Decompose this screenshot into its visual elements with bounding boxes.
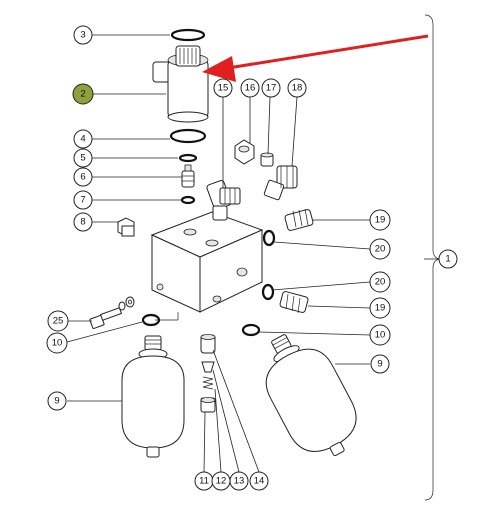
callout-20-lower: 20 bbox=[369, 271, 391, 293]
callout-2: 2 bbox=[72, 83, 94, 105]
bolt-part-25 bbox=[89, 296, 135, 329]
callout-7: 7 bbox=[73, 190, 93, 210]
callout-label: 19 bbox=[375, 215, 386, 226]
callout-18: 18 bbox=[287, 78, 307, 98]
callout-label: 25 bbox=[53, 316, 64, 327]
spring-part-12 bbox=[202, 376, 214, 390]
adapter-part-19-upper bbox=[284, 208, 314, 231]
accumulator-part-9-left bbox=[121, 335, 185, 458]
callout-label: 2 bbox=[80, 89, 85, 100]
callout-label: 8 bbox=[80, 217, 85, 228]
callout-10-right: 10 bbox=[369, 324, 391, 346]
o-ring-part-3 bbox=[170, 28, 206, 42]
o-ring-part-4 bbox=[169, 128, 207, 144]
o-ring-part-7 bbox=[180, 195, 196, 205]
callout-9-right: 9 bbox=[370, 354, 390, 374]
callout-label: 4 bbox=[80, 134, 85, 145]
accumulator-part-9-right bbox=[265, 334, 357, 457]
callout-label: 20 bbox=[375, 244, 386, 255]
elbow-fitting-part-15 bbox=[206, 180, 241, 221]
leader-lines bbox=[66, 34, 438, 473]
callout-label: 9 bbox=[377, 359, 382, 370]
adapter-part-19-lower bbox=[279, 291, 309, 314]
callout-25: 25 bbox=[47, 310, 69, 332]
red-arrow-icon bbox=[202, 34, 429, 82]
callout-label: 9 bbox=[54, 396, 59, 407]
callout-15: 15 bbox=[213, 78, 233, 98]
callout-1: 1 bbox=[438, 249, 458, 269]
callout-label: 18 bbox=[292, 83, 303, 94]
callout-3: 3 bbox=[73, 25, 93, 45]
elbow-fitting-part-18 bbox=[263, 165, 298, 201]
callout-11: 11 bbox=[194, 471, 214, 491]
poppet-part-13 bbox=[201, 361, 215, 373]
o-ring-part-10-left bbox=[141, 313, 161, 327]
o-ring-part-10-right bbox=[241, 323, 261, 337]
assembly-bracket bbox=[424, 14, 441, 501]
o-ring-part-20-lower bbox=[261, 283, 275, 301]
callout-13: 13 bbox=[229, 471, 249, 491]
callout-12: 12 bbox=[211, 471, 231, 491]
nut-part-16 bbox=[234, 139, 255, 165]
o-ring-part-5 bbox=[178, 153, 198, 163]
seat-part-14 bbox=[200, 334, 216, 354]
solenoid-coil-part bbox=[152, 45, 209, 123]
callout-10-left: 10 bbox=[46, 332, 68, 354]
callout-8: 8 bbox=[73, 212, 93, 232]
callout-19-lower: 19 bbox=[369, 297, 391, 319]
plug-part-11 bbox=[200, 397, 216, 413]
callout-label: 10 bbox=[375, 330, 386, 341]
callout-20-upper: 20 bbox=[369, 238, 391, 260]
callout-17: 17 bbox=[261, 78, 281, 98]
callout-19-upper: 19 bbox=[369, 209, 391, 231]
callout-label: 19 bbox=[375, 303, 386, 314]
callout-label: 6 bbox=[80, 172, 85, 183]
callout-label: 10 bbox=[52, 338, 63, 349]
callout-label: 16 bbox=[245, 83, 256, 94]
cartridge-part-6 bbox=[181, 164, 195, 188]
callout-label: 3 bbox=[80, 30, 85, 41]
callout-5: 5 bbox=[73, 148, 93, 168]
callout-label: 7 bbox=[80, 195, 85, 206]
callout-label: 13 bbox=[234, 476, 245, 487]
o-ring-part-20-upper bbox=[262, 229, 276, 247]
callout-label: 12 bbox=[216, 476, 227, 487]
callout-6: 6 bbox=[73, 167, 93, 187]
callout-9-left: 9 bbox=[47, 391, 67, 411]
callout-14: 14 bbox=[249, 471, 269, 491]
callout-4: 4 bbox=[73, 129, 93, 149]
callout-label: 11 bbox=[199, 476, 209, 487]
callout-label: 15 bbox=[218, 83, 229, 94]
callout-16: 16 bbox=[240, 78, 260, 98]
callout-label: 14 bbox=[254, 476, 265, 487]
callout-label: 5 bbox=[80, 153, 85, 164]
plug-part-8 bbox=[117, 217, 135, 237]
callout-label: 17 bbox=[266, 83, 277, 94]
manifold-block-part bbox=[150, 211, 264, 313]
callout-label: 1 bbox=[445, 254, 450, 265]
callout-label: 20 bbox=[375, 277, 386, 288]
fitting-part-17 bbox=[260, 152, 274, 167]
